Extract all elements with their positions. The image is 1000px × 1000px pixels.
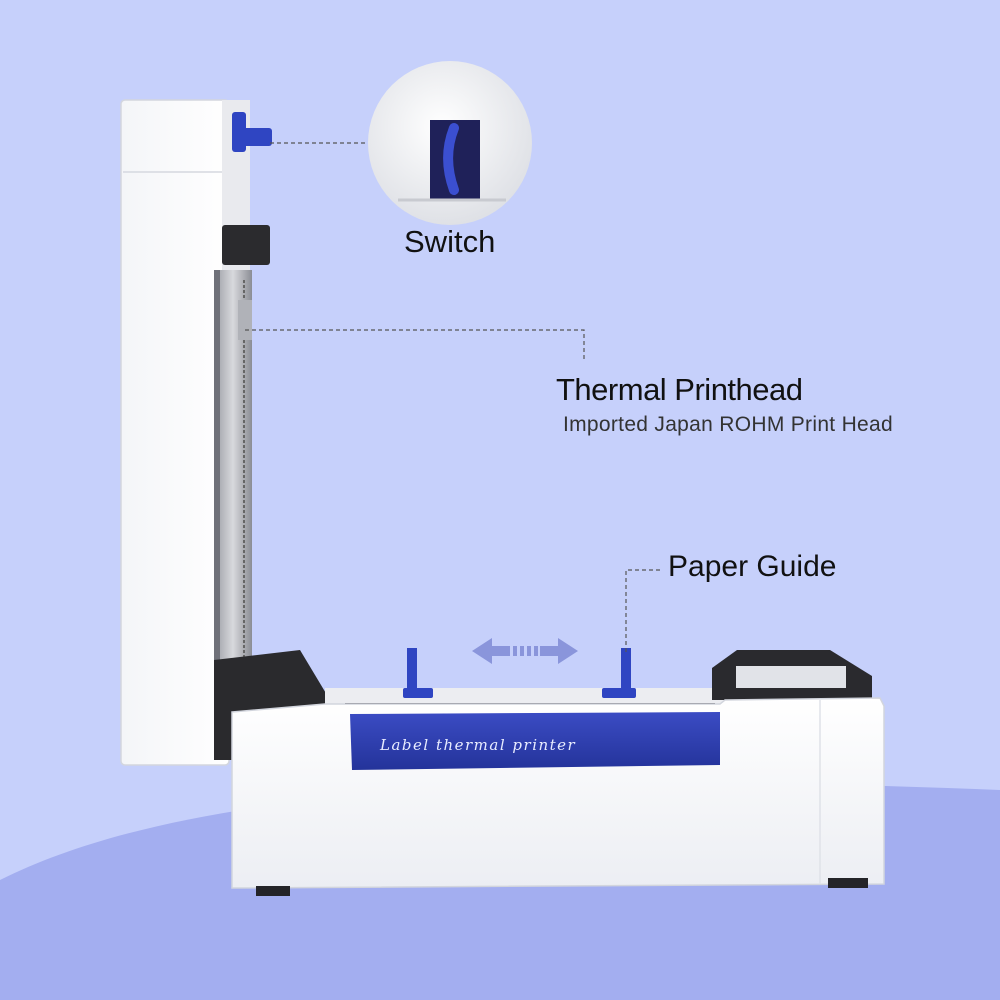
- switch-zoom-circle: [368, 61, 532, 225]
- printhead-detail-label: Imported Japan ROHM Print Head: [563, 413, 893, 436]
- rear-compartment: [712, 650, 872, 700]
- double-arrow-icon: [472, 638, 578, 664]
- paper-guide-left: [403, 648, 433, 698]
- front-panel: [350, 712, 720, 770]
- switch-label: Switch: [404, 224, 496, 259]
- thermal-printhead-label: Thermal Printhead: [556, 372, 803, 407]
- paper-guide-label: Paper Guide: [668, 550, 837, 583]
- paper-guide-right: [602, 648, 636, 698]
- printer-lid: [120, 99, 270, 766]
- leader-lines: [245, 142, 660, 652]
- front-panel-text: Label thermal printer: [380, 736, 577, 754]
